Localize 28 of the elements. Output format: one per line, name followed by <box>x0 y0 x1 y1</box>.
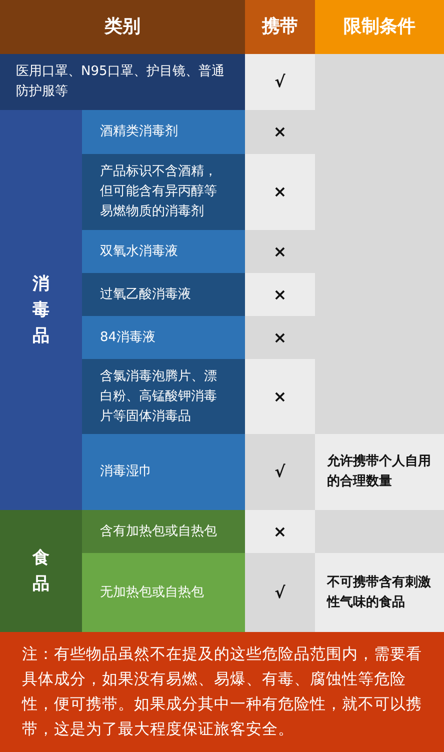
item-label: 酒精类消毒剂 <box>82 110 245 154</box>
item-label: 产品标识不含酒精，但可能含有异丙醇等易燃物质的消毒剂 <box>82 154 245 230</box>
item-label: 含有加热包或自热包 <box>82 510 245 553</box>
cross-mark: × <box>245 273 315 316</box>
item-label: 医用口罩、N95口罩、护目镜、普通防护服等 <box>0 54 245 110</box>
column-header: 携带 <box>245 0 315 54</box>
cross-mark: × <box>245 316 315 359</box>
category-label: 食品 <box>0 510 82 632</box>
check-mark: √ <box>245 553 315 632</box>
category-label: 消毒品 <box>0 110 82 510</box>
column-header: 限制条件 <box>315 0 444 54</box>
cross-mark: × <box>245 230 315 273</box>
note-text: 注：有些物品虽然不在提及的这些危险品范围内，需要看具体成分，如果没有易燃、易爆、有毒、腐蚀性等危险性，便可携带。如果成分其中一种有危险性，就不可以携带，这是为了最大程度保证旅客安全。 <box>0 632 444 752</box>
check-mark: √ <box>245 434 315 510</box>
cross-mark: × <box>245 154 315 230</box>
check-mark: √ <box>245 54 315 110</box>
condition-text: 不可携带含有刺激性气味的食品 <box>315 553 444 632</box>
condition-text: 允许携带个人自用的合理数量 <box>315 434 444 510</box>
item-label: 84消毒液 <box>82 316 245 359</box>
column-header: 类别 <box>0 0 245 54</box>
cross-mark: × <box>245 359 315 434</box>
item-label: 过氧乙酸消毒液 <box>82 273 245 316</box>
item-label: 含氯消毒泡腾片、漂白粉、高锰酸钾消毒片等固体消毒品 <box>82 359 245 434</box>
item-label: 消毒湿巾 <box>82 434 245 510</box>
item-label: 双氧水消毒液 <box>82 230 245 273</box>
item-label: 无加热包或自热包 <box>82 553 245 632</box>
cross-mark: × <box>245 110 315 154</box>
cross-mark: × <box>245 510 315 553</box>
